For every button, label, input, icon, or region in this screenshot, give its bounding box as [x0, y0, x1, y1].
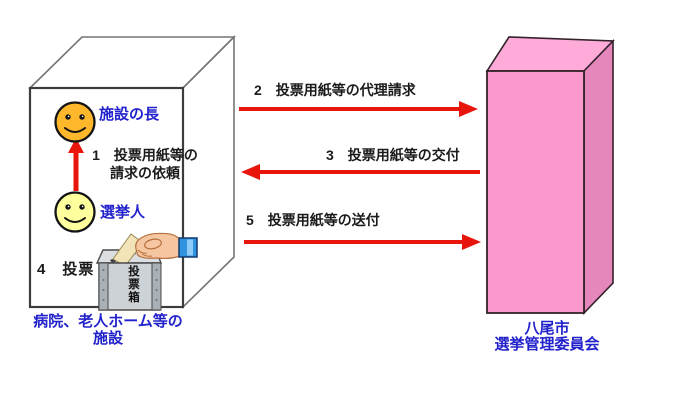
ballot-box-icon [95, 232, 198, 311]
committee-box-front-face [486, 70, 585, 314]
step1-up-arrow [68, 138, 84, 191]
committee-caption: 八尾市 選挙管理委員会 [467, 321, 627, 353]
step5-label: 5 投票用紙等の送付 [246, 212, 380, 228]
ballot-box-label: 投票箱 [128, 266, 140, 304]
facility-caption-line1: 病院、老人ホーム等の [33, 313, 183, 330]
step1-label: 1 投票用紙等の 請求の依頼 [84, 146, 206, 182]
step2-label: 2 投票用紙等の代理請求 [254, 82, 416, 98]
step3-left-arrow [241, 164, 480, 180]
facility-caption-line2: 施設 [92, 329, 123, 347]
hand-icon [135, 232, 198, 260]
voter-label: 選挙人 [100, 204, 146, 221]
step2-right-arrow [239, 101, 478, 117]
committee-caption-line2: 選挙管理委員会 [494, 336, 600, 353]
ballot-box-body [98, 262, 161, 311]
step4-label: 4 投票 [37, 261, 95, 278]
committee-box-3d [485, 36, 615, 315]
step1-label-line1: 1 投票用紙等の [92, 147, 198, 163]
step5-right-arrow [244, 234, 481, 250]
committee-box-side-face [583, 39, 614, 315]
voter-smiley-icon [54, 191, 96, 233]
facility-head-smiley-icon [54, 101, 96, 143]
committee-caption-line1: 八尾市 [524, 320, 570, 337]
step3-label: 3 投票用紙等の交付 [326, 147, 460, 163]
facility-head-label: 施設の長 [99, 106, 160, 123]
facility-caption: 病院、老人ホーム等の 施設 [15, 313, 201, 347]
step1-label-line2: 請求の依頼 [110, 165, 180, 181]
